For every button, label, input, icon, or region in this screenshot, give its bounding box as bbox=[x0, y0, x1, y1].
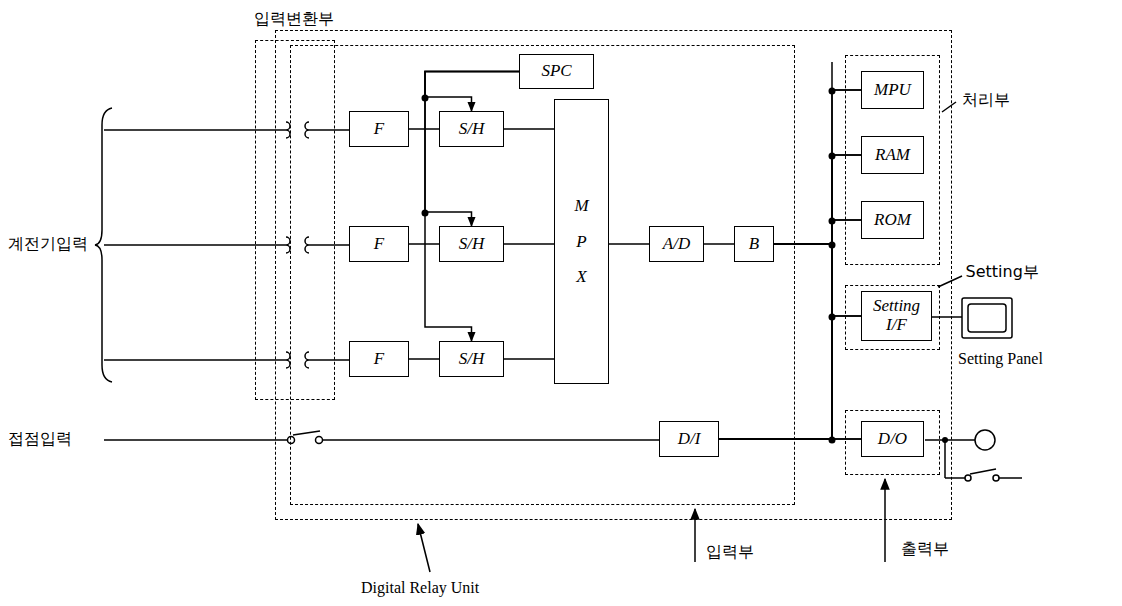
signal-connector bbox=[774, 155, 861, 244]
box-label: Setting I/F bbox=[862, 297, 931, 334]
box-label: S/H bbox=[459, 235, 485, 254]
box-label: D/I bbox=[678, 430, 701, 449]
relay-unit-region: Digital Relay Unit입력부SPCFS/HFS/HFS/HM P … bbox=[275, 30, 952, 520]
bus-line bbox=[831, 62, 833, 91]
region-heading: Setting부 bbox=[966, 262, 1039, 283]
process-box: F bbox=[349, 226, 409, 262]
pointer-arrow bbox=[418, 524, 430, 572]
signal-connector bbox=[774, 220, 861, 244]
signal-connector bbox=[719, 220, 861, 439]
input-label: 접점입력 bbox=[8, 429, 72, 450]
pointer-arrow bbox=[694, 509, 696, 562]
input-region: 입력부SPCFS/HFS/HFS/HM P XA/DBD/I bbox=[290, 45, 795, 505]
multiplexer-box: M P X bbox=[554, 99, 609, 384]
process-box: ROM bbox=[861, 201, 924, 239]
signal-connector bbox=[704, 243, 734, 245]
signal-connector bbox=[719, 438, 861, 440]
signal-connector bbox=[425, 72, 519, 227]
process-box: Setting I/F bbox=[861, 291, 932, 341]
setting-panel-symbol bbox=[925, 298, 1012, 338]
box-label: SPC bbox=[541, 62, 571, 81]
setting-region: Setting부Setting I/F bbox=[845, 285, 940, 350]
box-label: ROM bbox=[874, 211, 911, 230]
process-box: F bbox=[349, 341, 409, 377]
leader-line bbox=[938, 276, 962, 287]
process-box: D/I bbox=[659, 421, 719, 457]
signal-connector bbox=[409, 128, 439, 130]
region-heading: 출력부 bbox=[901, 539, 949, 560]
box-label: A/D bbox=[663, 235, 690, 254]
process-box: D/O bbox=[861, 421, 924, 457]
process-box: MPU bbox=[861, 71, 924, 109]
signal-connector bbox=[609, 243, 649, 245]
process-box: SPC bbox=[519, 54, 594, 89]
panel-label: Setting Panel bbox=[958, 350, 1043, 368]
input-label: 계전기입력 bbox=[8, 234, 88, 255]
box-label: F bbox=[374, 235, 384, 254]
pointer-arrow bbox=[884, 479, 886, 562]
contact-input-symbol bbox=[104, 431, 660, 444]
process-box: F bbox=[349, 111, 409, 147]
region-heading: 처리부 bbox=[962, 90, 1010, 111]
process-box: S/H bbox=[439, 111, 504, 147]
signal-connector bbox=[719, 90, 861, 439]
signal-connector bbox=[504, 243, 554, 245]
process-box: B bbox=[734, 226, 774, 262]
box-label: S/H bbox=[459, 350, 485, 369]
box-label: S/H bbox=[459, 120, 485, 139]
process-box: A/D bbox=[649, 226, 704, 262]
input-conversion-region: 입력변환부 bbox=[255, 40, 335, 400]
junction-dot bbox=[422, 88, 949, 444]
box-label: F bbox=[374, 120, 384, 139]
signal-connector bbox=[425, 72, 519, 342]
process-box: RAM bbox=[861, 136, 924, 174]
output-region: 출력부D/O bbox=[845, 410, 940, 475]
region-heading: 입력부 bbox=[706, 542, 754, 563]
signal-connector bbox=[719, 155, 861, 439]
signal-connector bbox=[774, 90, 861, 244]
box-label: M P X bbox=[573, 188, 590, 295]
signal-connector bbox=[774, 244, 861, 316]
box-label: RAM bbox=[875, 146, 910, 165]
processing-region: 처리부MPURAMROM bbox=[845, 55, 940, 265]
input-lines bbox=[104, 130, 350, 360]
signal-connector bbox=[409, 243, 439, 245]
box-label: D/O bbox=[878, 430, 907, 449]
signal-connector bbox=[425, 72, 519, 112]
signal-connector bbox=[504, 128, 554, 130]
region-heading: Digital Relay Unit bbox=[361, 579, 479, 597]
process-box: S/H bbox=[439, 341, 504, 377]
output-symbol bbox=[925, 430, 1022, 481]
signal-connector bbox=[409, 358, 439, 360]
leader-line bbox=[942, 102, 956, 112]
signal-connector bbox=[504, 358, 554, 360]
region-heading: 입력변환부 bbox=[254, 9, 334, 30]
box-label: MPU bbox=[874, 81, 911, 100]
process-box: S/H bbox=[439, 226, 504, 262]
box-label: F bbox=[374, 350, 384, 369]
box-label: B bbox=[749, 235, 759, 254]
signal-connector bbox=[719, 316, 861, 439]
